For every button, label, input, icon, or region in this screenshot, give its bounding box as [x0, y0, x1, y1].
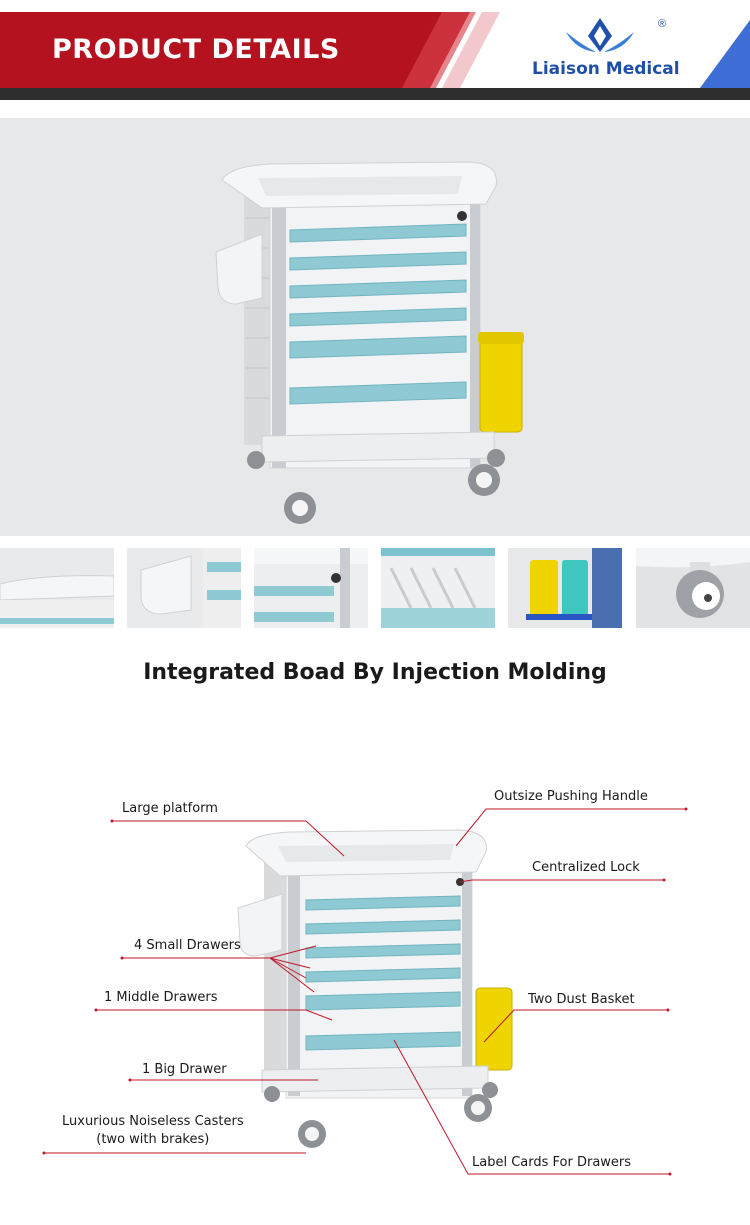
page-title: PRODUCT DETAILS	[52, 34, 340, 65]
callout-pushing-handle: Outsize Pushing Handle	[494, 789, 648, 804]
platform-closeup-image	[0, 548, 114, 628]
callout-small-drawers: 4 Small Drawers	[134, 938, 241, 953]
medical-trolley-image	[0, 118, 750, 536]
callout-lock: Centralized Lock	[532, 860, 640, 875]
callout-dust-basket: Two Dust Basket	[528, 992, 635, 1007]
section-title: Integrated Boad By Injection Molding	[143, 660, 607, 685]
callout-large-platform: Large platform	[122, 801, 218, 816]
callout-middle-drawers: 1 Middle Drawers	[104, 990, 218, 1005]
lock-closeup-image	[254, 548, 368, 628]
callout-casters-line2: (two with brakes)	[96, 1132, 210, 1147]
page-header	[0, 0, 750, 100]
callout-big-drawer: 1 Big Drawer	[142, 1062, 227, 1077]
callout-casters: Luxurious Noiseless Casters (two with br…	[62, 1113, 244, 1149]
drawer-divider-image	[381, 548, 495, 628]
dust-basket-image	[508, 548, 622, 628]
callout-lines	[44, 808, 686, 1175]
brand-logo-icon	[566, 18, 634, 52]
brand-name: Liaison Medical	[532, 59, 680, 79]
caster-closeup-image	[636, 548, 750, 628]
callout-label-cards: Label Cards For Drawers	[472, 1155, 632, 1170]
side-basket-closeup-image	[127, 548, 241, 628]
callout-casters-line1: Luxurious Noiseless Casters	[62, 1114, 244, 1129]
feature-diagram	[42, 807, 688, 1176]
registered-mark: ®	[658, 18, 667, 30]
